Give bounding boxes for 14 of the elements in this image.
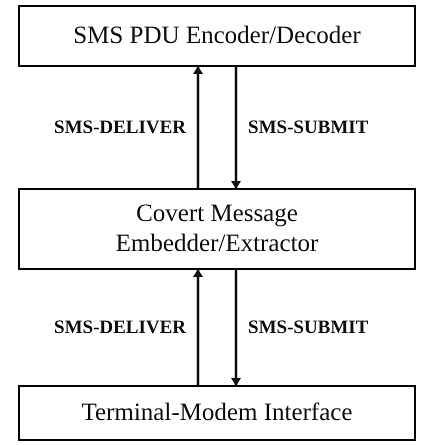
edge-label: SMS-DELIVER: [54, 116, 186, 138]
arrow: [193, 66, 203, 188]
arrow: [231, 67, 241, 189]
process-box: [18, 385, 416, 441]
edge-label: SMS-DELIVER: [54, 316, 186, 338]
edge-label: SMS-SUBMIT: [248, 116, 368, 138]
process-box: [18, 5, 416, 67]
arrow: [231, 270, 241, 386]
process-box: [18, 188, 416, 270]
box-label: Terminal-Modem Interface: [80, 398, 354, 428]
edge-label: SMS-SUBMIT: [248, 316, 368, 338]
box-label: Covert Message Embedder/Extractor: [114, 199, 320, 259]
box-label: SMS PDU Encoder/Decoder: [72, 21, 362, 51]
arrow: [193, 269, 203, 385]
